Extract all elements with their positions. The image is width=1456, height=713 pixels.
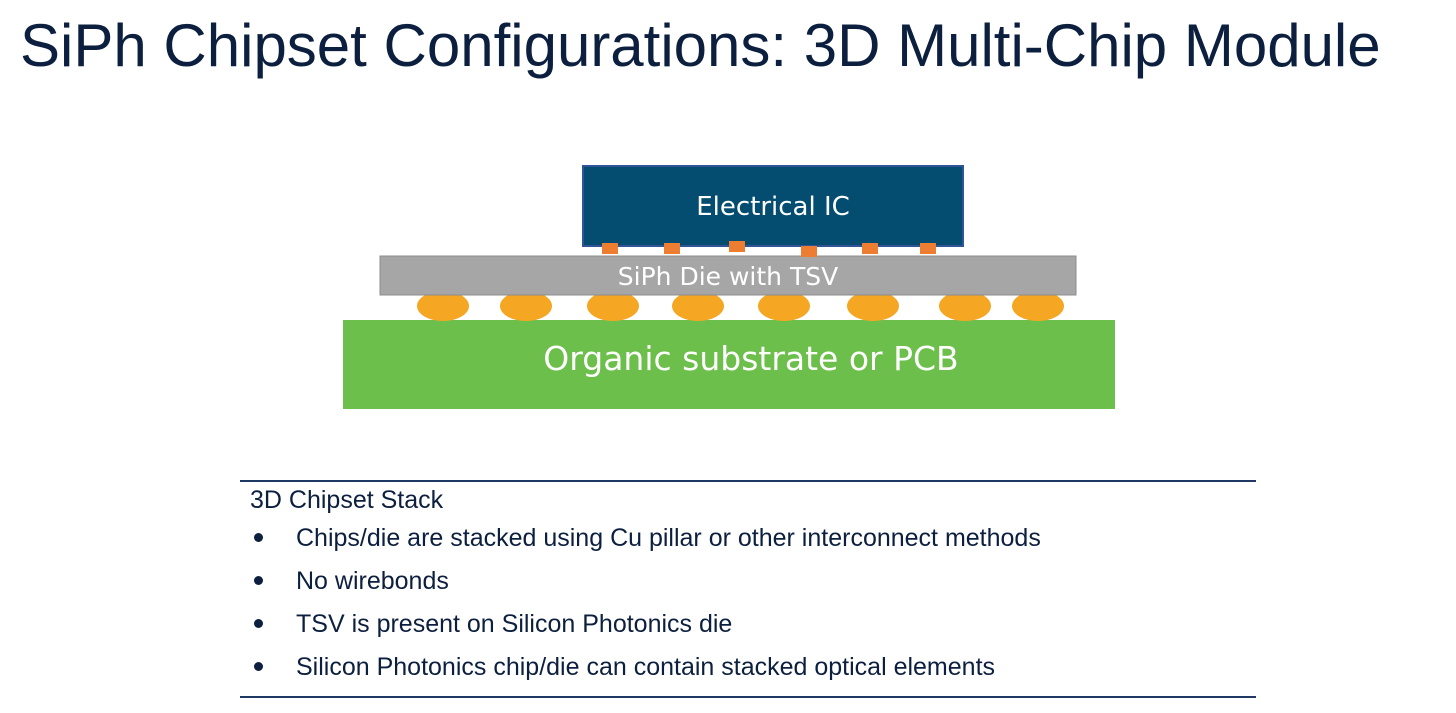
- solder-bump: [587, 291, 639, 321]
- solder-bump: [847, 291, 899, 321]
- chip-stack-diagram: Organic substrate or PCB SiPh Die with T…: [343, 165, 1115, 409]
- page-title: SiPh Chipset Configurations: 3D Multi-Ch…: [20, 12, 1381, 79]
- cu-pillar: [801, 246, 817, 257]
- solder-bump: [417, 291, 469, 321]
- siph-die-block: [379, 255, 1077, 296]
- solder-bump: [500, 291, 552, 321]
- cu-pillar: [602, 243, 618, 254]
- cu-pillar: [920, 243, 936, 254]
- electrical-ic-block: [582, 165, 964, 247]
- solder-bump: [939, 291, 991, 321]
- bullet-text: TSV is present on Silicon Photonics die: [296, 610, 733, 638]
- section-divider-bottom: [240, 696, 1256, 698]
- bullet-icon: [254, 576, 263, 585]
- cu-pillar: [862, 243, 878, 254]
- solder-bump: [1012, 291, 1064, 321]
- section-divider-top: [240, 480, 1256, 482]
- solder-bump: [758, 291, 810, 321]
- solder-bump: [672, 291, 724, 321]
- cu-pillar: [729, 241, 745, 252]
- siph-die-label: SiPh Die with TSV: [618, 262, 838, 291]
- bullet-text: Silicon Photonics chip/die can contain s…: [296, 653, 996, 681]
- electrical-ic-label: Electrical IC: [696, 192, 850, 222]
- chip-stack-svg: Organic substrate or PCB SiPh Die with T…: [343, 165, 1115, 409]
- substrate-block: [343, 320, 1115, 409]
- bullet-icon: [254, 662, 263, 671]
- bullet-icon: [254, 533, 263, 542]
- cu-pillars: [602, 241, 936, 257]
- stack-heading: 3D Chipset Stack: [250, 486, 444, 514]
- solder-bumps: [417, 291, 1064, 321]
- bullet-icon: [254, 619, 263, 628]
- bullet-text: Chips/die are stacked using Cu pillar or…: [296, 524, 1041, 552]
- substrate-label: Organic substrate or PCB: [543, 339, 958, 378]
- cu-pillar: [664, 243, 680, 254]
- bullet-text: No wirebonds: [296, 567, 449, 595]
